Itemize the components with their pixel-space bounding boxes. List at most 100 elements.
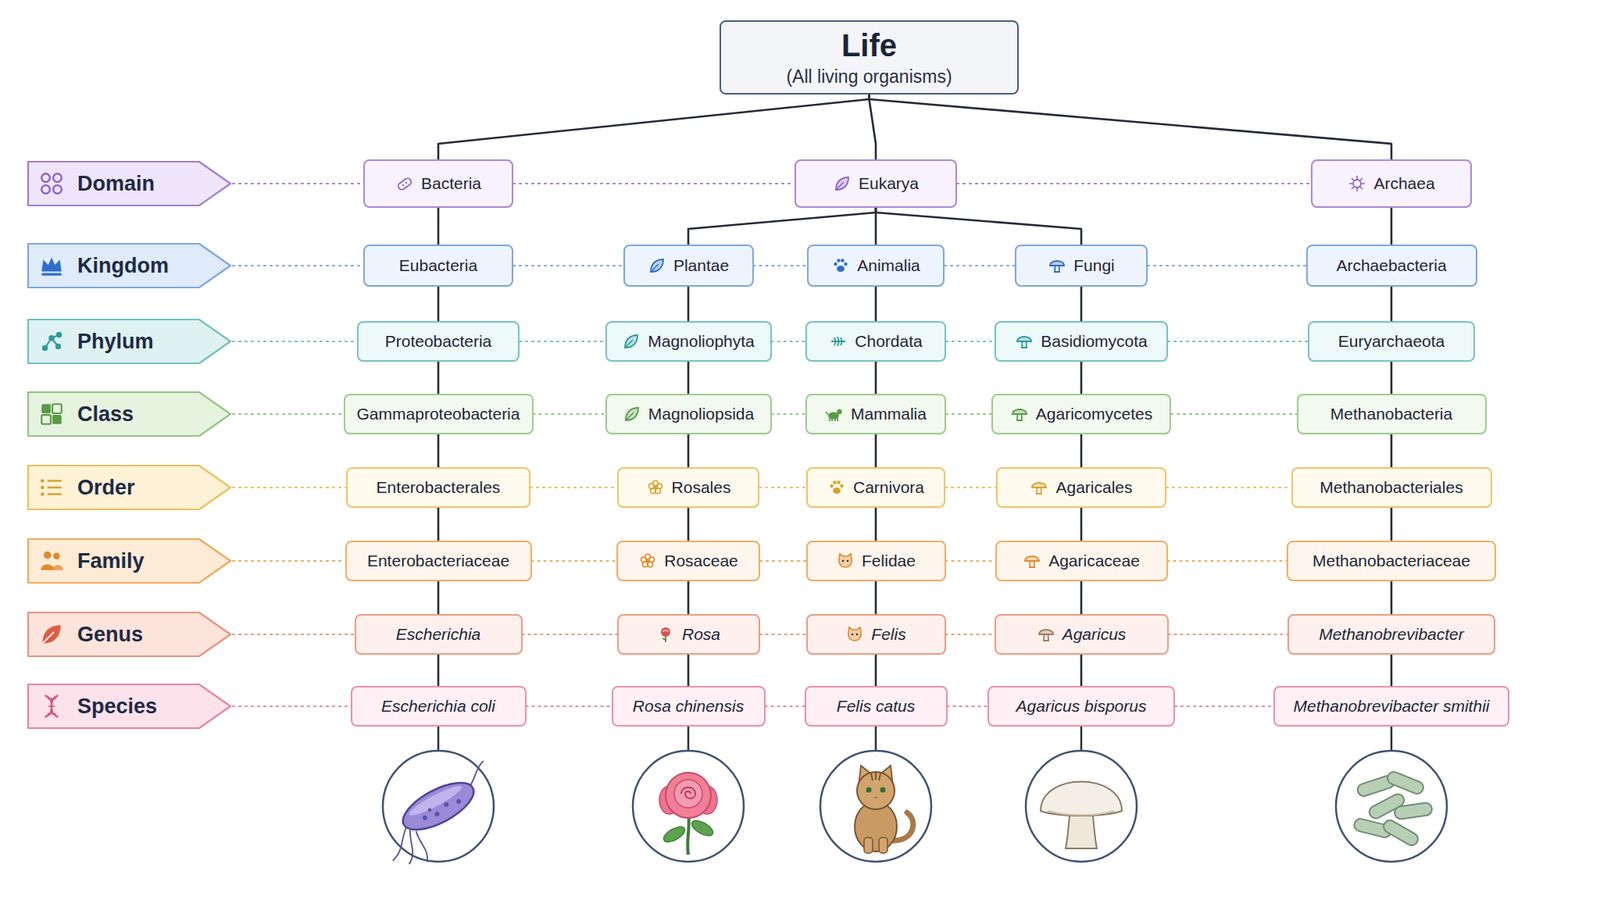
rank-dotted-line — [232, 560, 346, 562]
rank-label: Domain — [25, 159, 233, 208]
rank-dotted-line — [957, 182, 1311, 185]
taxon-name: Methanobacteria — [1330, 404, 1453, 424]
rose-leaf — [661, 823, 688, 845]
tree-connector — [1080, 361, 1083, 394]
taxon-icon-part — [653, 485, 658, 490]
rank-dotted-line — [771, 413, 807, 415]
rank-icon — [38, 252, 65, 279]
rank-dotted-line — [232, 340, 358, 343]
rank-pentagon-part — [28, 392, 231, 436]
taxon-box: Methanobacteriaceae — [1286, 540, 1497, 582]
mushroom-gills — [1048, 810, 1115, 815]
rank-pentagon-part — [28, 465, 231, 510]
taxon-name: Rosa chinensis — [632, 696, 744, 716]
bacterium-dot — [427, 807, 433, 813]
rank-dotted-line — [1168, 633, 1289, 636]
tree-connector — [875, 581, 878, 615]
bacterium-dot — [421, 814, 429, 822]
taxon-icon-part — [648, 483, 654, 490]
taxon-box: Rosales — [617, 467, 760, 508]
taxon-icon — [1347, 174, 1367, 193]
bacterium-dot — [433, 810, 440, 818]
rank-icon-part — [40, 564, 54, 571]
rank-dotted-line — [526, 705, 612, 708]
taxon-icon-part — [625, 339, 633, 348]
rank-label: Order — [25, 463, 233, 512]
tree-connector — [875, 207, 1082, 245]
rank-dotted-line — [519, 340, 606, 343]
taxon-icon — [621, 332, 641, 351]
taxon-box: Enterobacteriaceae — [345, 540, 533, 582]
tree-connector — [687, 361, 690, 394]
bacterium-illustration — [371, 760, 514, 876]
tree-connector — [688, 207, 876, 245]
rank-pentagon-part — [28, 612, 231, 657]
rank-dotted-line — [753, 264, 808, 267]
rank-label: Species — [25, 682, 233, 731]
rank-icon-part — [47, 481, 62, 495]
tree-connector — [1390, 654, 1393, 686]
taxon-icon-part — [829, 417, 838, 422]
leader-line — [687, 726, 690, 751]
taxon-icon — [831, 256, 850, 275]
rank-icon-part — [42, 632, 54, 644]
taxon-icon-part — [832, 480, 836, 484]
tree-connector — [437, 581, 440, 615]
taxon-icon-part — [837, 258, 841, 262]
cat-illustration — [854, 765, 914, 854]
tree-connector — [687, 507, 690, 541]
rank-icon — [38, 170, 65, 197]
taxon-name: Proteobacteria — [385, 332, 493, 351]
rank-label: Class — [25, 389, 233, 439]
rose-head — [665, 772, 711, 818]
rank-pentagon-part — [28, 539, 231, 583]
taxon-box: Enterobacterales — [346, 467, 531, 508]
taxon-icon — [832, 174, 852, 193]
illustration-circle — [1025, 750, 1137, 862]
taxon-box: Bacteria — [363, 159, 514, 208]
taxon-box: Agaricus bisporus — [987, 685, 1175, 727]
leader-line — [1390, 726, 1393, 751]
rank-name: Class — [77, 402, 134, 427]
taxon-icon — [647, 256, 667, 275]
taxon-icon-part — [839, 484, 843, 488]
rank-label: Family — [25, 536, 233, 586]
flagellum — [395, 829, 425, 865]
rank-dotted-line — [513, 264, 624, 267]
illustration-circle — [382, 750, 494, 862]
rank-dotted-line — [513, 182, 795, 185]
taxon-icon-part — [625, 407, 639, 421]
taxon-icon-part — [405, 182, 408, 184]
taxon-name: Agaricaceae — [1048, 551, 1140, 571]
taxon-name: Rosaceae — [664, 551, 739, 571]
rank-icon-part — [41, 403, 51, 414]
rank-icon-part — [53, 185, 62, 194]
rank-icon-part — [47, 698, 57, 714]
taxon-icon — [395, 174, 415, 193]
tree-connector — [1390, 207, 1393, 245]
tree-connector — [1390, 507, 1393, 541]
rank-dotted-line — [946, 413, 992, 415]
taxon-icon-part — [1017, 414, 1022, 421]
taxon-box: Felidae — [806, 540, 947, 582]
illustration-circle — [820, 750, 932, 862]
rank-icon-part — [40, 485, 45, 490]
taxon-name: Eukarya — [858, 174, 919, 193]
rank-icon — [38, 692, 65, 720]
root-text: (All living organisms) — [785, 66, 952, 88]
taxon-name: Mammalia — [850, 404, 927, 424]
rank-icon — [38, 547, 65, 575]
rank-dotted-line — [530, 486, 618, 489]
taxon-icon-part — [1050, 260, 1065, 266]
taxon-box: Gammaproteobacteria — [343, 393, 534, 435]
tree-connector — [437, 207, 440, 245]
taxon-icon-part — [402, 184, 404, 186]
tree-connector — [1080, 654, 1083, 686]
taxon-box: Magnoliopsida — [605, 393, 772, 435]
rank-name: Family — [77, 549, 145, 574]
taxon-box: Agaricaceae — [995, 540, 1168, 582]
tree-connector — [437, 507, 440, 541]
rank-dotted-line — [232, 413, 344, 415]
tree-connector — [1390, 434, 1393, 468]
